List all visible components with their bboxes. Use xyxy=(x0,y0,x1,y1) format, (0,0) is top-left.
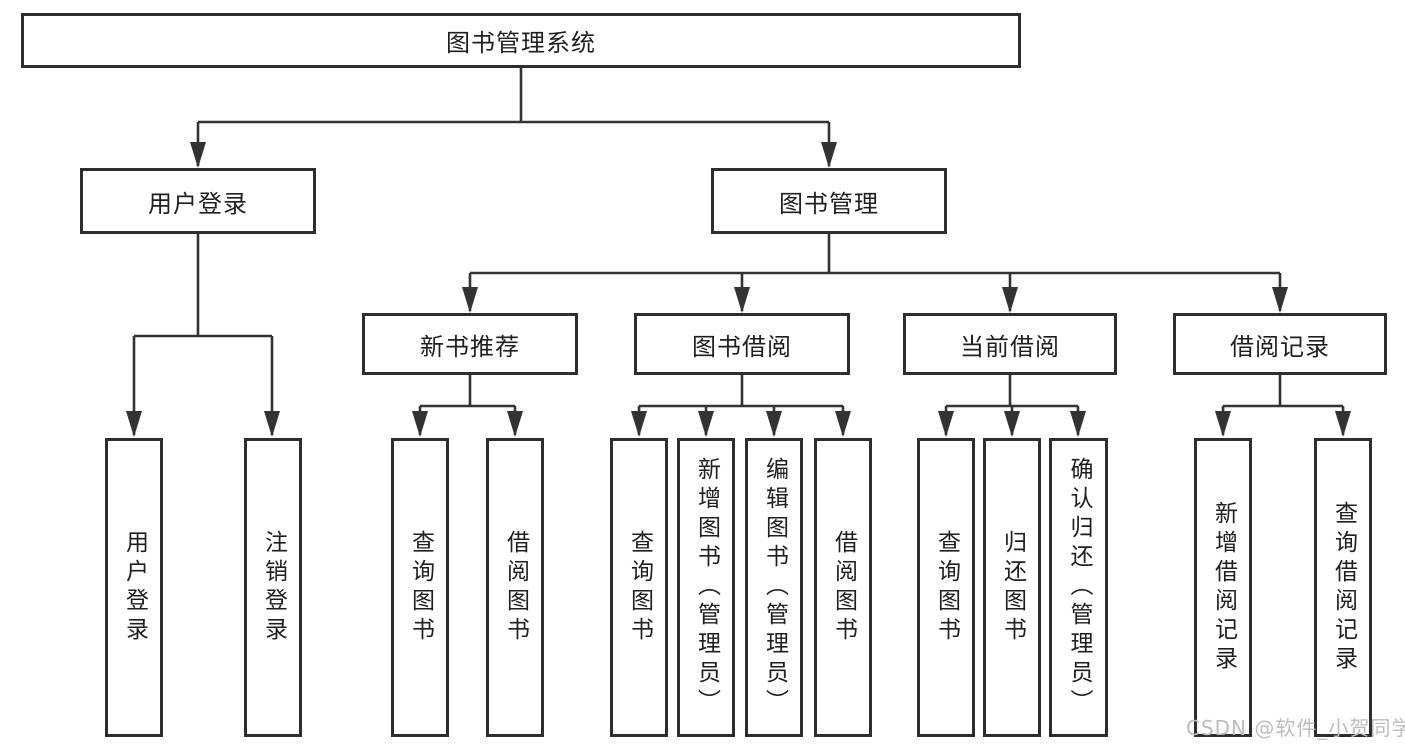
leaf-user-login: 用户登录 xyxy=(105,438,163,737)
leaf-confirm-return-admin: 确认归还（管理员） xyxy=(1049,438,1108,737)
node-book-management-branch: 图书管理 xyxy=(711,168,947,234)
node-label: 当前借阅 xyxy=(960,332,1060,361)
leaf-query-books-recommend: 查询图书 xyxy=(391,438,449,737)
node-label: 注销登录 xyxy=(260,529,287,646)
node-label: 借阅记录 xyxy=(1230,332,1330,361)
node-label: 查询图书 xyxy=(933,529,960,646)
leaf-add-books-admin: 新增图书（管理员） xyxy=(677,438,735,737)
csdn-watermark: CSDN @软件_小贺同学 xyxy=(1186,716,1405,740)
node-label: 确认归还（管理员） xyxy=(1066,457,1092,718)
node-new-book-recommendation: 新书推荐 xyxy=(362,313,578,375)
node-label: 新书推荐 xyxy=(420,332,520,361)
node-label: 编辑图书（管理员） xyxy=(761,457,788,718)
node-borrowing-records: 借阅记录 xyxy=(1173,313,1387,375)
node-label: 借阅图书 xyxy=(502,529,529,646)
arrowhead-icons xyxy=(126,142,1351,437)
leaf-edit-books-admin: 编辑图书（管理员） xyxy=(745,438,803,737)
node-label: 新增图书（管理员） xyxy=(693,457,720,718)
node-label: 图书管理系统 xyxy=(446,29,596,57)
leaf-query-books-borrow: 查询图书 xyxy=(610,438,668,737)
node-system-root: 图书管理系统 xyxy=(21,13,1021,68)
node-label: 借阅图书 xyxy=(830,529,857,646)
leaf-logout: 注销登录 xyxy=(244,438,302,737)
node-user-login-branch: 用户登录 xyxy=(80,168,316,234)
leaf-borrow-books-recommend: 借阅图书 xyxy=(486,438,544,737)
node-label: 图书管理 xyxy=(779,189,879,218)
leaf-query-borrow-record: 查询借阅记录 xyxy=(1314,438,1372,737)
node-label: 查询借阅记录 xyxy=(1330,500,1357,675)
leaf-borrow-books: 借阅图书 xyxy=(814,438,872,737)
leaf-return-books: 归还图书 xyxy=(983,438,1041,737)
leaf-add-borrow-record: 新增借阅记录 xyxy=(1194,438,1252,737)
leaf-query-books-current: 查询图书 xyxy=(917,438,975,737)
node-label: 用户登录 xyxy=(121,529,148,646)
node-label: 查询图书 xyxy=(407,529,434,646)
node-label: 查询图书 xyxy=(626,529,653,646)
node-label: 新增借阅记录 xyxy=(1210,500,1237,675)
node-book-borrowing: 图书借阅 xyxy=(634,313,850,375)
node-label: 用户登录 xyxy=(148,189,248,218)
node-label: 图书借阅 xyxy=(692,332,792,361)
connector-lines xyxy=(132,66,1345,435)
node-label: 归还图书 xyxy=(999,529,1026,646)
node-current-borrowing: 当前借阅 xyxy=(903,313,1117,375)
